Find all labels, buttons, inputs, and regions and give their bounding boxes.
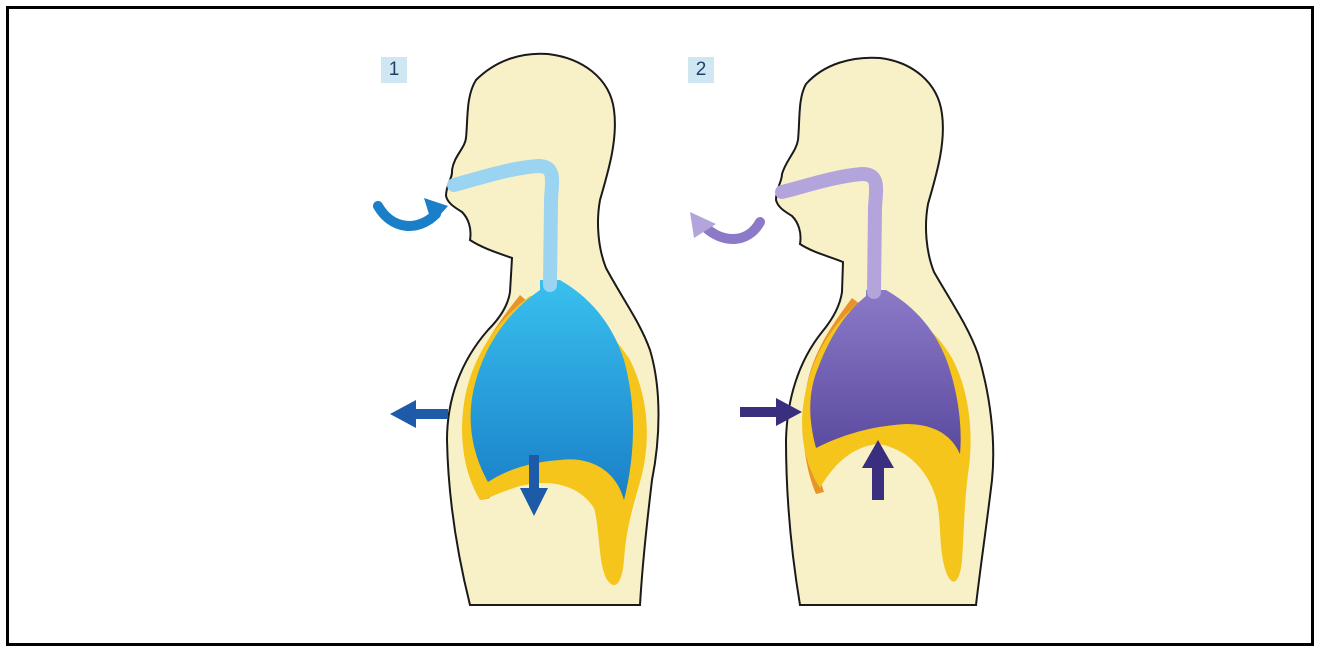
figure-inhale bbox=[378, 54, 659, 605]
curved-arrow-inward-icon bbox=[378, 206, 436, 226]
arrow-left-icon bbox=[390, 400, 448, 428]
breathing-diagram bbox=[0, 0, 1322, 627]
figure-exhale bbox=[690, 58, 993, 605]
